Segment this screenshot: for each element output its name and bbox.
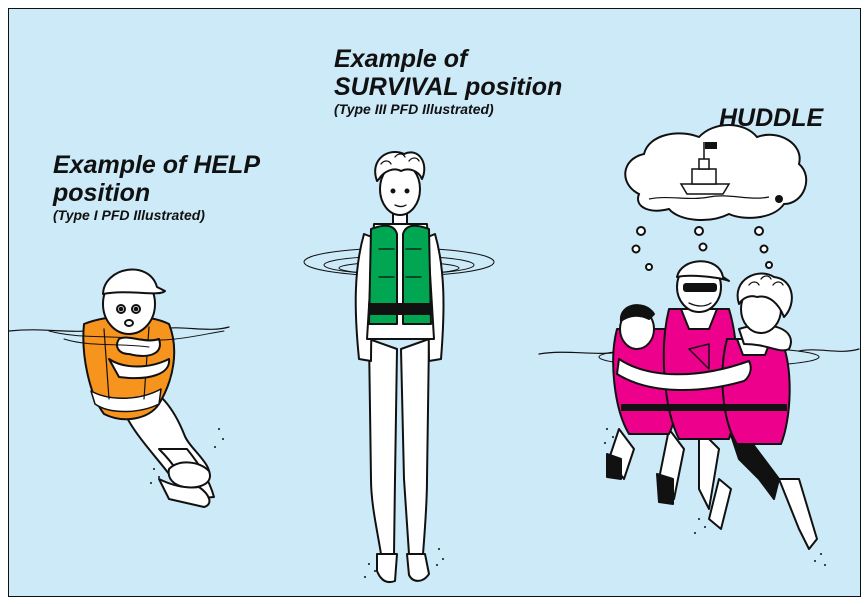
help-subtitle: (Type I PFD Illustrated) [53,207,205,223]
huddle-title: HUDDLE [719,104,824,132]
survival-title-line2: SURVIVAL position [334,73,563,101]
huddle-group-icon [538,260,860,550]
help-position-figure-icon [9,268,230,508]
help-title-line1: Example of HELP [53,151,260,179]
survival-subtitle: (Type III PFD Illustrated) [334,101,494,117]
illustration-panel: Example of HELP position (Type I PFD Ill… [8,8,861,597]
survival-title-line1: Example of [334,45,468,73]
survival-position-figure-icon [303,151,495,584]
help-title-line2: position [53,179,151,207]
thought-bubble-icon [624,124,808,271]
water-splash-dots [150,428,826,578]
pfd-positions-illustration [9,124,860,584]
